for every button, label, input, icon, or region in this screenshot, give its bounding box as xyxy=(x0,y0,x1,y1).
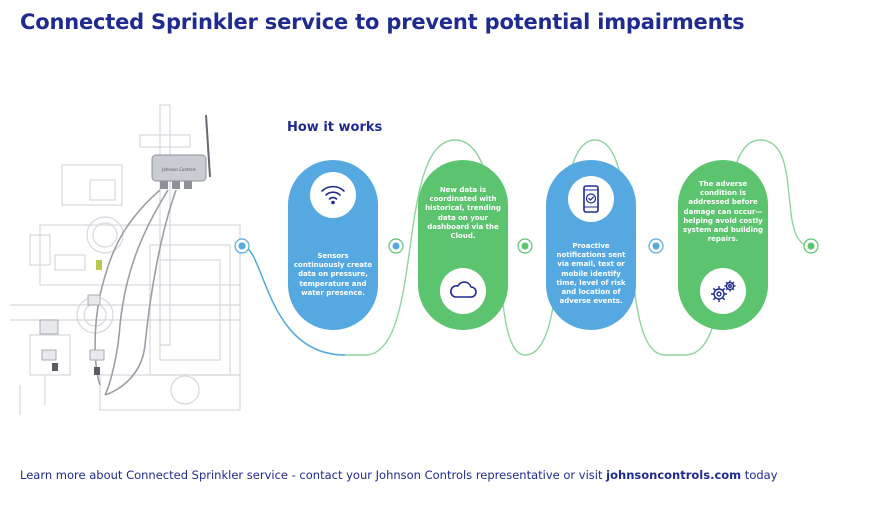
wifi-icon xyxy=(310,172,356,218)
step-2-text: New data is coordinated with historical,… xyxy=(425,186,501,241)
footer-text-end: today xyxy=(741,468,778,482)
step-3-text: Proactive notifications sent via email, … xyxy=(556,242,626,306)
step-3-card: Proactive notifications sent via email, … xyxy=(546,160,636,330)
footer-note: Learn more about Connected Sprinkler ser… xyxy=(20,468,778,482)
step-1-text: Sensors continuously create data on pres… xyxy=(293,252,373,297)
step-1-card: Sensors continuously create data on pres… xyxy=(288,160,378,330)
cloud-icon xyxy=(440,268,486,314)
step-4-text: The adverse condition is addressed befor… xyxy=(682,180,764,244)
step-4-card: The adverse condition is addressed befor… xyxy=(678,160,768,330)
gears-icon xyxy=(700,268,746,314)
johnsoncontrols-link[interactable]: johnsoncontrols.com xyxy=(606,468,742,482)
sprinkler-equipment-illustration: Johnson Controls xyxy=(10,104,241,415)
step-2-card: New data is coordinated with historical,… xyxy=(418,160,508,330)
footer-text: Learn more about Connected Sprinkler ser… xyxy=(20,468,607,482)
page-title: Connected Sprinkler service to prevent p… xyxy=(20,10,745,34)
section-heading: How it works xyxy=(287,120,383,135)
device-label: Johnson Controls xyxy=(161,167,196,172)
smartphone-check-icon xyxy=(568,176,614,222)
